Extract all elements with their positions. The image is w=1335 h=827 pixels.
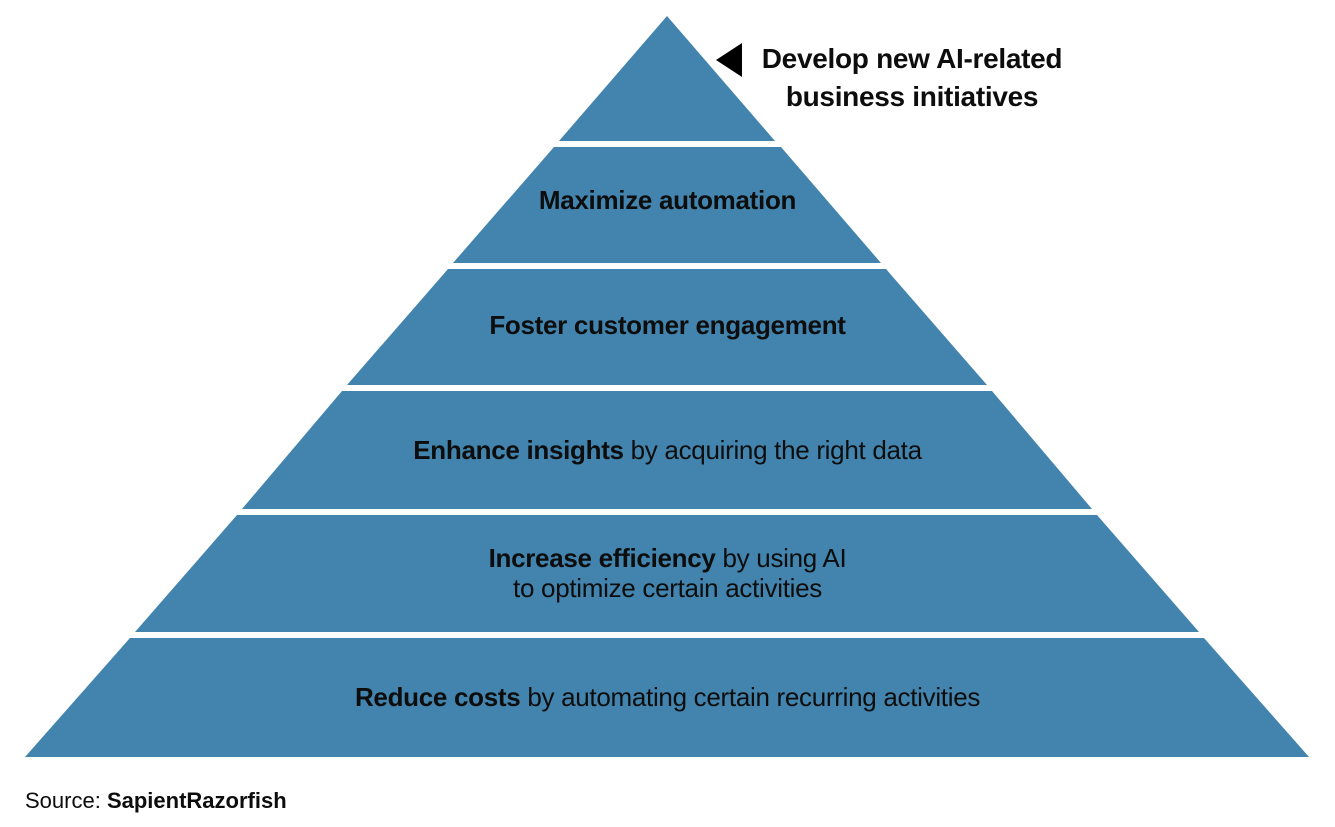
- level-3-label: Foster customer engagement: [0, 310, 1335, 340]
- level-5-rest-text: by using AI: [715, 543, 847, 573]
- apex-callout-label: Develop new AI-related business initiati…: [752, 40, 1072, 116]
- level-2-label: Maximize automation: [0, 185, 1335, 215]
- level-3-bold-text: Foster customer engagement: [489, 310, 846, 340]
- level-5-line2: to optimize certain activities: [513, 573, 822, 603]
- level-5-label: Increase efficiency by using AI to optim…: [0, 543, 1335, 603]
- level-4-label: Enhance insights by acquiring the right …: [0, 435, 1335, 465]
- pyramid-level-2-shape: [453, 147, 881, 263]
- pyramid-level-6-shape: [25, 638, 1309, 757]
- level-2-bold-text: Maximize automation: [538, 185, 797, 215]
- level-5-line1: Increase efficiency by using AI: [0, 543, 1335, 573]
- level-6-bold-text: Reduce costs: [354, 682, 521, 712]
- apex-callout-line1: Develop new AI-related: [761, 43, 1063, 74]
- pyramid-level-4-shape: [242, 391, 1092, 509]
- arrow-left-icon: [716, 43, 742, 77]
- level-4-bold-text: Enhance insights: [413, 435, 624, 465]
- level-5-bold-text: Increase efficiency: [488, 543, 716, 573]
- pyramid-level-1-shape: [559, 16, 775, 141]
- level-6-label: Reduce costs by automating certain recur…: [0, 682, 1335, 712]
- level-4-rest-text: by acquiring the right data: [623, 435, 922, 465]
- pyramid-level-5-shape: [135, 515, 1199, 632]
- source-prefix: Source:: [25, 788, 107, 813]
- source-name: SapientRazorfish: [106, 788, 287, 813]
- source-line: Source: SapientRazorfish: [25, 787, 287, 815]
- level-6-rest-text: by automating certain recurring activiti…: [520, 682, 981, 712]
- pyramid-level-3-shape: [347, 269, 987, 385]
- apex-callout-line2: business initiatives: [785, 81, 1039, 112]
- apex-callout: Develop new AI-related business initiati…: [716, 40, 1072, 116]
